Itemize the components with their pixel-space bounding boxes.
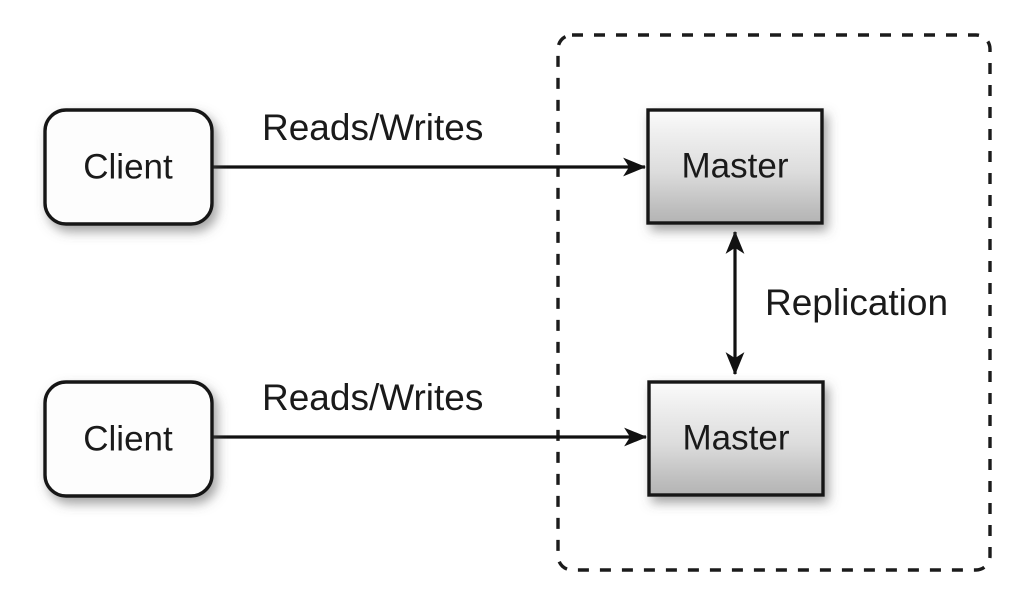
edge-label-replication: Replication xyxy=(765,282,948,323)
client-top-label: Client xyxy=(83,147,173,186)
node-client-top[interactable]: Client xyxy=(43,108,214,226)
master-bottom-label: Master xyxy=(683,418,790,457)
client-bottom-label: Client xyxy=(83,419,173,458)
master-top-box[interactable] xyxy=(646,108,824,225)
edge-label-reads-writes-bottom: Reads/Writes xyxy=(262,377,483,418)
node-client-bottom[interactable]: Client xyxy=(43,380,214,498)
client-top-box[interactable] xyxy=(43,108,214,226)
node-master-bottom[interactable]: Master xyxy=(647,380,825,497)
master-top-label: Master xyxy=(682,146,789,185)
edge-label-reads-writes-top: Reads/Writes xyxy=(262,107,483,148)
master-bottom-box[interactable] xyxy=(647,380,825,497)
replication-cluster-boundary xyxy=(556,33,992,572)
client-bottom-box[interactable] xyxy=(43,380,214,498)
node-master-top[interactable]: Master xyxy=(646,108,824,225)
